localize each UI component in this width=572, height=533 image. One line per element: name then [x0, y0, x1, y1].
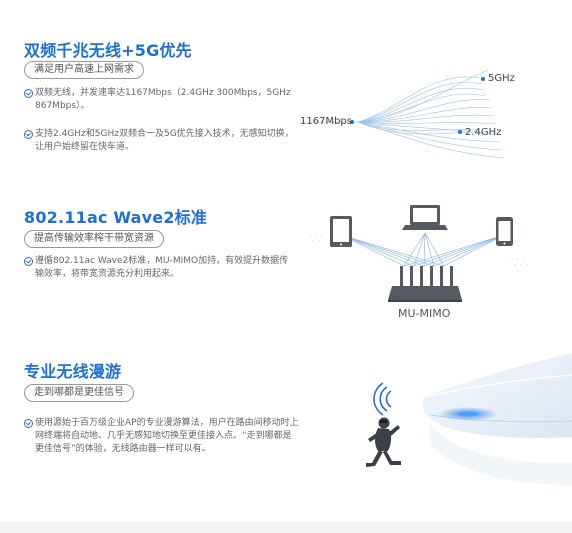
wave-label-total: 1167Mbps: [300, 116, 352, 127]
section-title: 双频千兆无线+5G优先: [24, 41, 192, 60]
node-dot-2-4ghz: [458, 130, 462, 134]
wave-label-2-4ghz: 2.4GHz: [465, 127, 502, 138]
feature-bullet-text: 双频无线，并发速率达1167Mbps（2.4GHz 300Mbps，5GHz 8…: [35, 88, 291, 111]
bottom-band: [0, 522, 572, 533]
section-subtitle-pill: 满足用户高速上网需求: [24, 61, 144, 79]
feature-bullet-text: 使用源始于百万级企业AP的专业漫游算法，用户在路由间移动时上网终端将自动地、几乎…: [35, 418, 299, 454]
wave-label-5ghz: 5GHz: [488, 73, 515, 84]
mu-mimo-label: MU-MIMO: [398, 307, 451, 320]
section-title: 802.11ac Wave2标准: [24, 208, 208, 227]
check-circle-icon: [24, 89, 33, 98]
node-dot-5ghz: [481, 77, 485, 81]
feature-bullet: 双频无线，并发速率达1167Mbps（2.4GHz 300Mbps，5GHz 8…: [24, 87, 294, 113]
section-title: 专业无线漫游: [24, 362, 122, 381]
mu-mimo-diagram: [309, 205, 528, 302]
check-circle-icon: [24, 130, 33, 139]
wifi-signal-icon: [373, 382, 392, 416]
router-device: [422, 353, 572, 439]
section-roaming: 专业无线漫游 走到哪都是更佳信号 使用源始于百万级企业AP的专业漫游算法，用户在…: [0, 335, 572, 522]
feature-bullet: 支持2.4GHz和5GHz双频合一及5G优先接入技术，无感知切换，让用户始终留在…: [24, 128, 294, 154]
section-subtitle-pill: 提高传输效率榨干带宽资源: [24, 230, 164, 248]
router-icon: [388, 266, 462, 302]
laptop-icon: [402, 205, 448, 230]
phone-icon: [496, 217, 513, 246]
feature-bullet: 使用源始于百万级企业AP的专业漫游算法，用户在路由间移动时上网终端将自动地、几乎…: [24, 417, 300, 456]
section-wave2: 802.11ac Wave2标准 提高传输效率榨干带宽资源 遵循802.11ac…: [0, 175, 572, 335]
node-dot-total: [350, 120, 354, 124]
section-dual-band: 双频千兆无线+5G优先 满足用户高速上网需求 双频无线，并发速率达1167Mbp…: [0, 0, 572, 175]
section-subtitle-pill: 走到哪都是更佳信号: [24, 384, 134, 402]
feature-bullet-text: 支持2.4GHz和5GHz双频合一及5G优先接入技术，无感知切换，让用户始终留在…: [35, 129, 294, 152]
check-circle-icon: [24, 419, 33, 428]
astronaut-icon: [366, 417, 401, 467]
dual-band-wave-illustration: [299, 69, 505, 159]
feature-bullet: 遵循802.11ac Wave2标准，MU-MIMO加持，有效提升数据传输效率，…: [24, 255, 294, 281]
tablet-icon: [330, 216, 352, 247]
feature-bullet-text: 遵循802.11ac Wave2标准，MU-MIMO加持，有效提升数据传输效率，…: [35, 256, 289, 279]
check-circle-icon: [24, 257, 33, 266]
roaming-illustration: [366, 353, 572, 485]
